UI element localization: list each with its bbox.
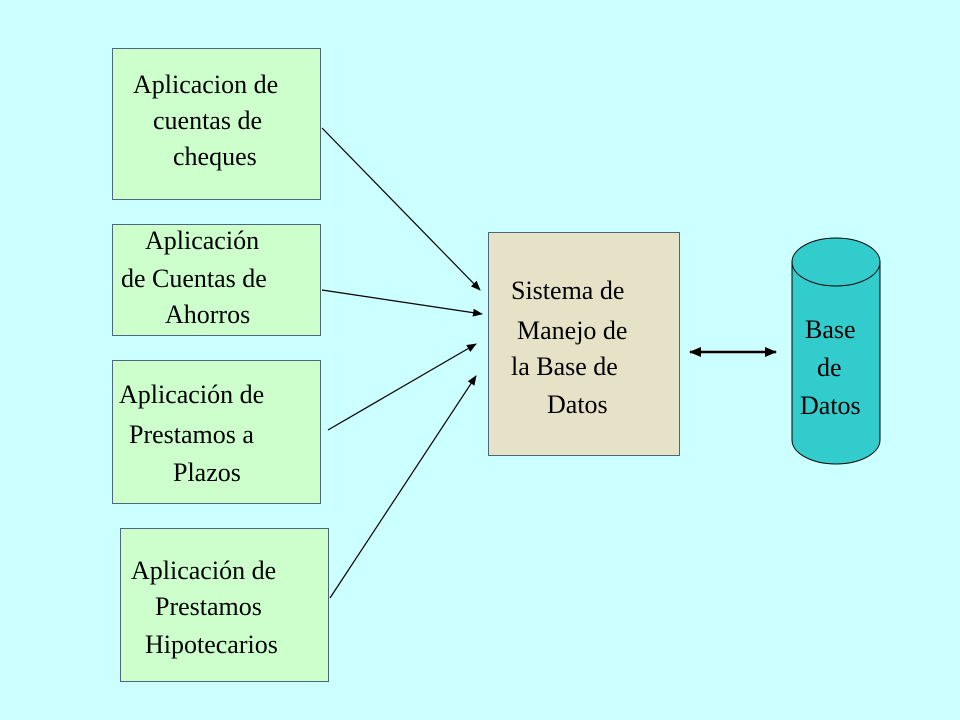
app-box-ahorros: Aplicación de Cuentas de Ahorros (112, 224, 321, 336)
arrow-ahorros-to-dbms (321, 289, 483, 317)
app-label-line: Aplicación de (131, 556, 277, 585)
dbms-label-line: Datos (547, 390, 608, 419)
app-label-line: Aplicacion de (133, 70, 279, 99)
app-label-line: cheques (173, 142, 257, 171)
app-label-line: cuentas de (153, 106, 263, 135)
app-box-cheques: Aplicacion de cuentas de cheques (112, 48, 321, 200)
app-label-line: Prestamos a (129, 420, 254, 449)
arrow-hipotecarios-to-dbms (329, 375, 477, 599)
app-label-line: Aplicación de (119, 380, 265, 409)
app-label-line: de Cuentas de (121, 264, 267, 293)
app-label-line: Hipotecarios (145, 630, 278, 659)
database-cylinder-icon (791, 237, 881, 465)
database-label-line: Base (805, 315, 856, 344)
app-label-line: Aplicación (145, 226, 260, 255)
dbms-label-line: la Base de (511, 352, 618, 381)
database-label-line: Datos (800, 391, 861, 420)
dbms-box: Sistema de Manejo de la Base de Datos (488, 232, 680, 456)
arrow-plazos-to-dbms (327, 343, 477, 431)
app-box-plazos: Aplicación de Prestamos a Plazos (112, 360, 321, 504)
app-label-line: Ahorros (165, 300, 251, 329)
app-box-hipotecarios: Aplicación de Prestamos Hipotecarios (120, 528, 329, 682)
dbms-label-line: Sistema de (511, 276, 625, 305)
dbms-label-line: Manejo de (517, 316, 628, 345)
arrow-cheques-to-dbms (321, 127, 481, 291)
app-label-line: Prestamos (155, 592, 262, 621)
app-label-line: Plazos (173, 458, 241, 487)
database-label-line: de (817, 353, 842, 382)
